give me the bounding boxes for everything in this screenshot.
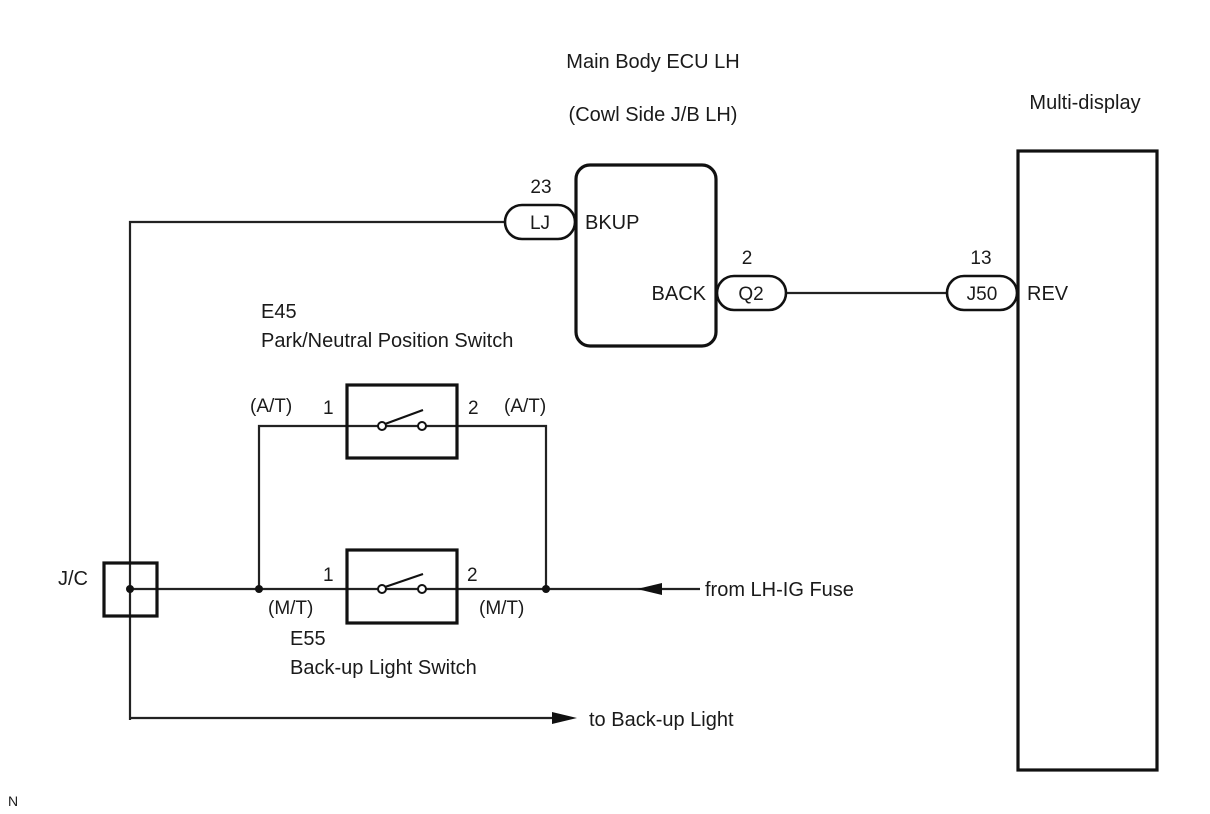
junction-dot — [255, 585, 263, 593]
connector-lj — [503, 203, 577, 241]
display-pin-rev: REV — [1027, 283, 1069, 305]
connector-j50-label: J50 — [967, 284, 998, 305]
backup-pin1: 1 — [323, 565, 334, 586]
wires — [128, 220, 947, 720]
ecu-box — [574, 163, 718, 348]
ecu-subtitle: (Cowl Side J/B LH) — [569, 104, 738, 126]
backup-variant-right: (M/T) — [479, 598, 524, 619]
backup-switch-box — [345, 548, 459, 625]
connector-lj-label: LJ — [530, 213, 550, 234]
junction-dot — [126, 585, 134, 593]
backup-switch-contact-icon — [377, 572, 427, 594]
arrow-from-fuse-icon — [637, 583, 662, 595]
backup-pin2: 2 — [467, 565, 478, 586]
ecu-title: Main Body ECU LH — [566, 51, 739, 73]
junction-dot — [542, 585, 550, 593]
backup-switch-name: Back-up Light Switch — [290, 657, 477, 679]
arrow-to-backup-light-icon — [552, 712, 577, 724]
pnp-switch-code: E45 — [261, 301, 297, 323]
multi-display-box — [1016, 149, 1159, 772]
backup-switch-code: E55 — [290, 628, 326, 650]
wire-at-branch — [257, 424, 548, 589]
pnp-variant-left: (A/T) — [250, 396, 292, 417]
wire-bkup — [128, 220, 505, 720]
pnp-pin1: 1 — [323, 398, 334, 419]
connector-q2 — [715, 274, 788, 312]
pnp-switch-box — [345, 383, 459, 460]
corner-mark: N — [8, 793, 18, 809]
ecu-pin-back: BACK — [652, 283, 707, 305]
connector-q2-label: Q2 — [738, 284, 763, 305]
pin-number-2: 2 — [742, 248, 753, 269]
connector-j50 — [945, 274, 1019, 312]
pnp-switch-name: Park/Neutral Position Switch — [261, 330, 513, 352]
junction-label: J/C — [58, 568, 88, 590]
junction-connector-box — [102, 561, 159, 618]
backup-variant-left: (M/T) — [268, 598, 313, 619]
multi-display-title: Multi-display — [1029, 92, 1140, 114]
pin-number-23: 23 — [530, 177, 551, 198]
to-backup-light-label: to Back-up Light — [589, 709, 734, 731]
from-fuse-label: from LH-IG Fuse — [705, 579, 854, 601]
pnp-switch-contact-icon — [377, 408, 427, 431]
ecu-pin-bkup: BKUP — [585, 212, 639, 234]
pnp-pin2: 2 — [468, 398, 479, 419]
pin-number-13: 13 — [970, 248, 991, 269]
pnp-variant-right: (A/T) — [504, 396, 546, 417]
